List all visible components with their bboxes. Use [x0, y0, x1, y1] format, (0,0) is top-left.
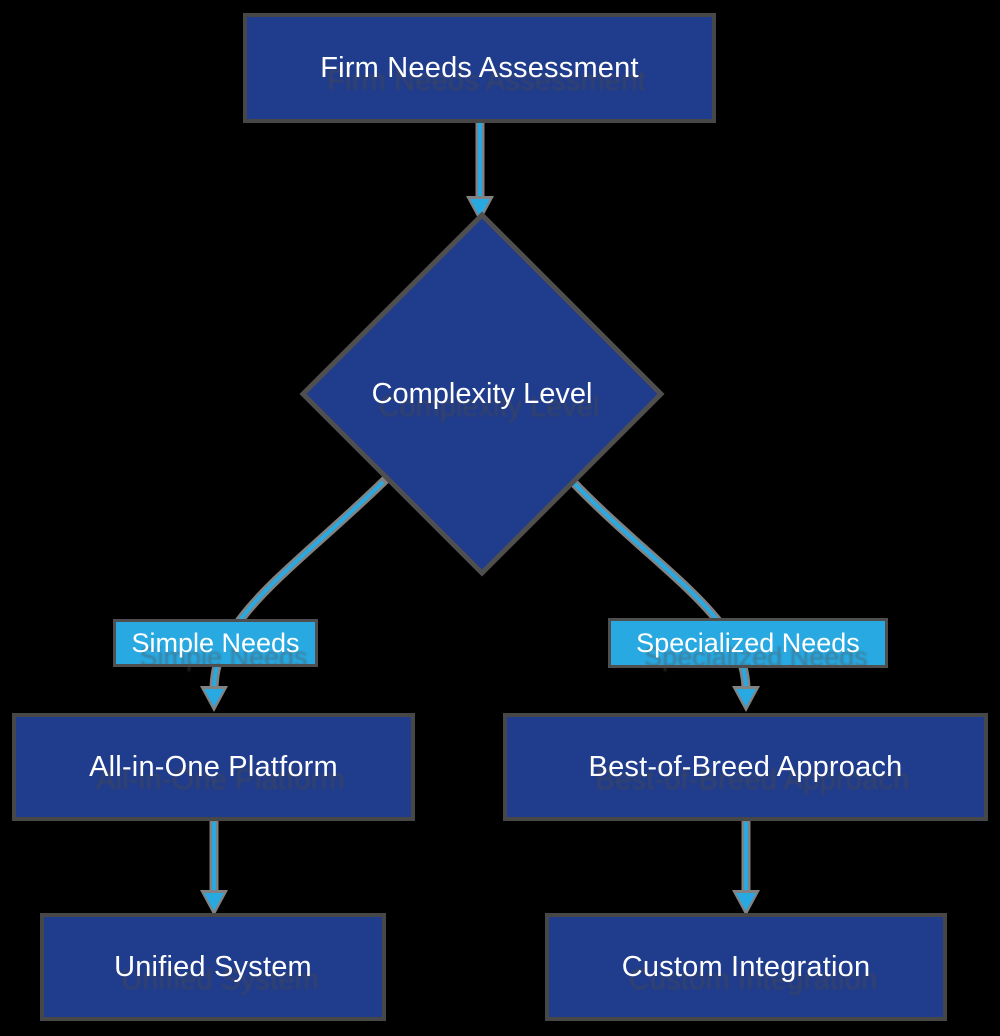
node-all-in-one-platform: All-in-One Platform — [12, 713, 415, 821]
node-complexity-level-label: Complexity Level — [371, 377, 593, 410]
edge-assessment-complexity-arrowhead-icon — [470, 199, 490, 217]
node-best-of-breed-approach: Best-of-Breed Approach — [503, 713, 988, 821]
node-custom-integration: Custom Integration — [545, 913, 947, 1021]
edge-all-in-one-unified-arrowhead-icon — [204, 893, 224, 911]
node-firm-needs-assessment: Firm Needs Assessment — [243, 13, 716, 123]
edge-label-specialized-needs: Specialized Needs — [608, 618, 888, 668]
edge-best-of-breed-custom-arrowhead-icon — [736, 893, 756, 911]
edge-label-simple-needs: Simple Needs — [113, 619, 318, 667]
node-unified-system: Unified System — [40, 913, 386, 1021]
edge-complexity-best-of-breed-arrowhead-icon — [736, 689, 756, 707]
decision-diamond-shape — [299, 211, 665, 577]
edge-complexity-best-of-breed — [566, 475, 760, 712]
edge-complexity-all-in-one — [200, 475, 390, 712]
edge-all-in-one-unified — [200, 819, 228, 916]
edge-best-of-breed-custom — [732, 819, 760, 916]
edge-assessment-complexity — [466, 120, 494, 222]
edge-complexity-all-in-one-arrowhead-icon — [204, 689, 224, 707]
